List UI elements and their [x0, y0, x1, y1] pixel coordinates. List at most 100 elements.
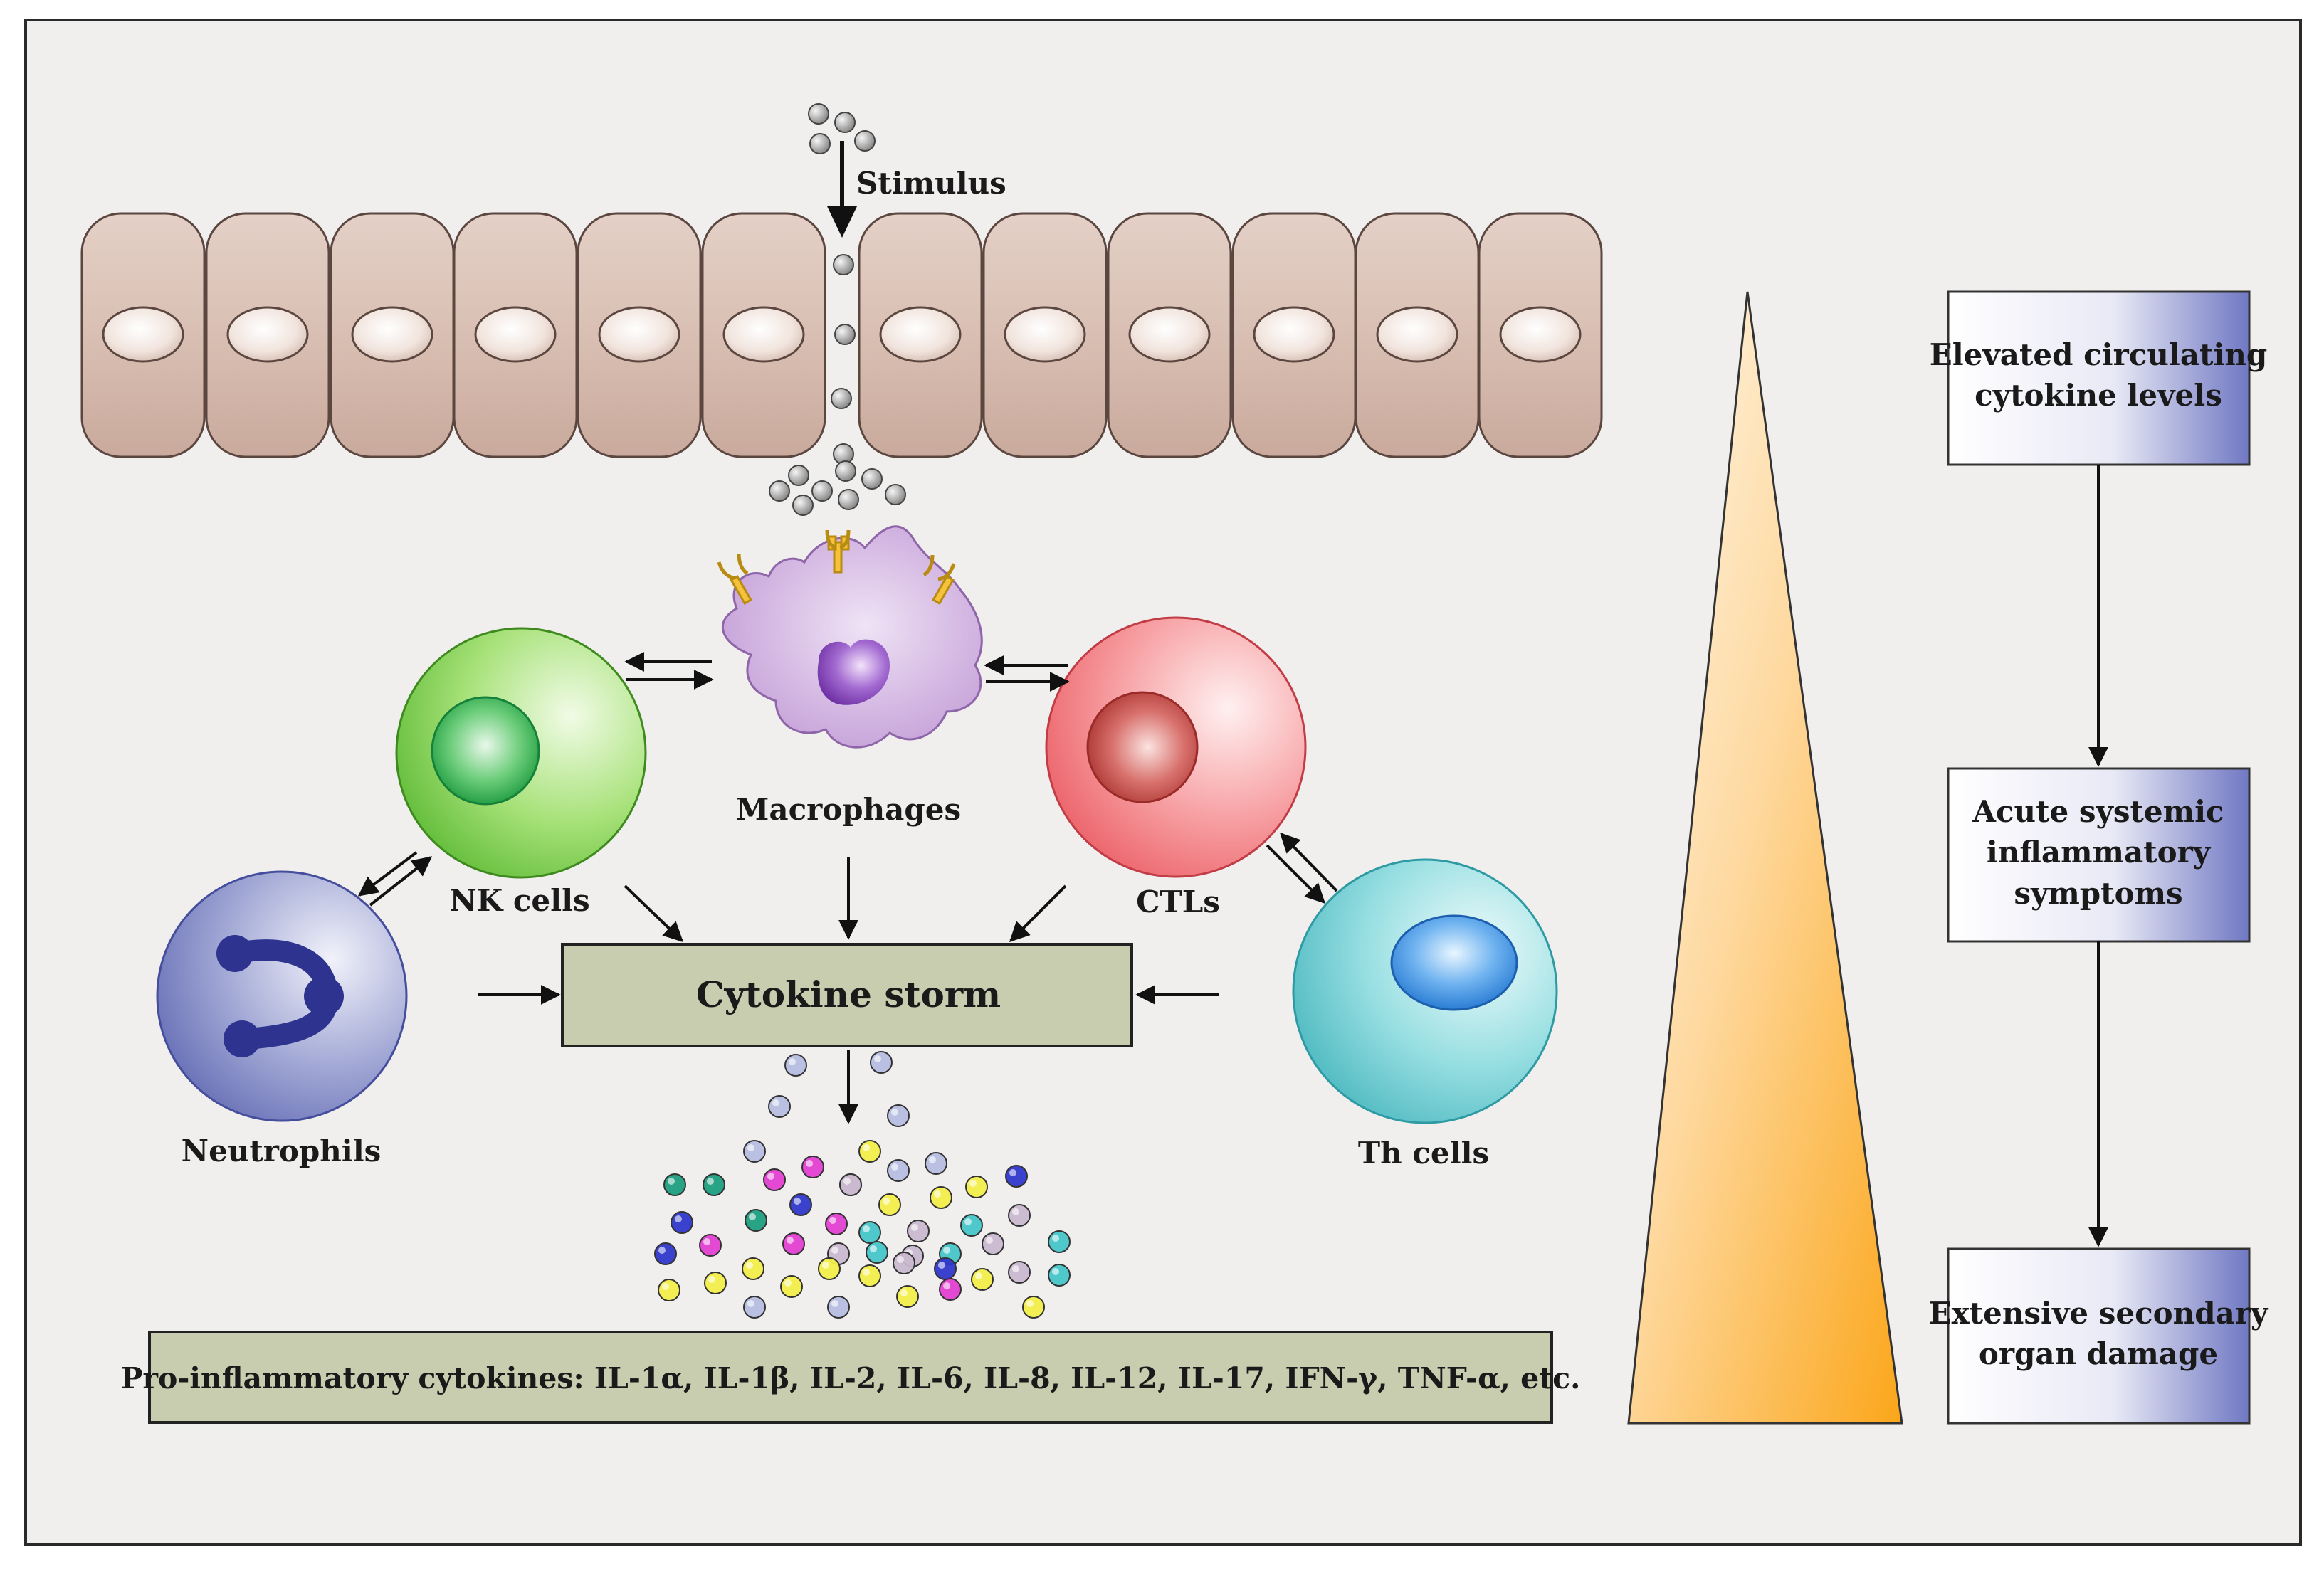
cytokine-particle-highlight	[1012, 1208, 1019, 1215]
cytokine-particle-highlight	[707, 1178, 714, 1185]
cytokine-particle	[780, 1275, 803, 1298]
cytokine-particle-highlight	[943, 1247, 950, 1254]
arrow-nk-to-storm	[624, 884, 684, 942]
cytokine-particle	[742, 1257, 764, 1280]
arrow-nk-to-neutrophil	[357, 851, 418, 897]
epithelial-nucleus	[1253, 306, 1335, 363]
cytokine-particle-highlight	[843, 1178, 851, 1185]
cytokine-particle	[763, 1168, 786, 1191]
stimulus-particle	[769, 480, 790, 502]
cytokine-particle-highlight	[747, 1144, 754, 1151]
cytokine-particle	[743, 1140, 766, 1163]
cytokine-particle-highlight	[964, 1218, 972, 1225]
released-cytokines	[654, 1051, 1071, 1319]
cytokine-particle	[658, 1279, 680, 1301]
cytokine-particle	[789, 1193, 812, 1216]
cytokine-storm-box	[561, 943, 1133, 1047]
cytokine-particle-highlight	[911, 1224, 918, 1231]
stimulus-particle	[834, 112, 856, 133]
cytokine-particle-highlight	[831, 1300, 838, 1307]
cytokine-particle	[1008, 1261, 1031, 1284]
macrophage-cell	[717, 525, 983, 749]
nk-cells-label: NK cells	[449, 883, 589, 918]
neutrophils-label: Neutrophils	[182, 1134, 382, 1168]
epithelial-cell	[577, 212, 702, 458]
cytokine-storm-label: Cytokine storm	[696, 973, 1001, 1015]
cytokine-particle-highlight	[883, 1198, 890, 1205]
cytokine-particle-highlight	[703, 1238, 710, 1245]
cytokine-particle	[925, 1152, 947, 1175]
epithelial-cell	[1355, 212, 1480, 458]
macrophages-label: Macrophages	[736, 792, 961, 827]
cytokine-particle	[743, 1296, 766, 1319]
neutrophil-cell	[156, 870, 408, 1122]
epithelial-cell	[701, 212, 826, 458]
cytokine-particle-highlight	[747, 1300, 754, 1307]
cytokine-particle	[663, 1173, 686, 1196]
epithelial-nucleus	[722, 306, 805, 363]
epithelial-cell	[80, 212, 206, 458]
cytokine-particle	[907, 1220, 930, 1242]
cytokine-particle-highlight	[975, 1272, 982, 1279]
cytokine-particle-highlight	[794, 1198, 801, 1205]
cytokine-particle	[858, 1264, 881, 1287]
arrow-ctl-to-storm	[1009, 884, 1067, 942]
cytokine-particle	[768, 1095, 791, 1118]
progression-2-line3: symptoms	[2014, 876, 2182, 911]
cytokine-particle	[878, 1193, 901, 1216]
cytokine-particle	[1005, 1165, 1028, 1188]
epithelial-cell	[1231, 212, 1357, 458]
arrow-neutrophil-to-nk	[369, 856, 433, 907]
cytokine-particle-highlight	[891, 1109, 898, 1116]
stimulus-particle	[811, 480, 833, 502]
stimulus-particle	[792, 495, 814, 516]
epithelial-cell	[982, 212, 1108, 458]
epithelial-nucleus	[1128, 306, 1211, 363]
cytokine-particle-highlight	[897, 1256, 904, 1263]
cytokine-particle	[818, 1257, 841, 1280]
cytokine-particle	[1048, 1264, 1071, 1287]
cytokine-particle	[671, 1211, 693, 1234]
stimulus-particle	[831, 388, 852, 409]
cytokine-particle	[866, 1241, 888, 1264]
cytokine-particle	[934, 1257, 957, 1280]
progression-3-line1: Extensive secondary	[1929, 1296, 2269, 1331]
epithelial-cell-layer	[80, 212, 1603, 458]
pro-inflammatory-label: Pro-inflammatory cytokines: IL-1α, IL-1β…	[121, 1361, 1581, 1395]
cytokine-particle	[930, 1186, 952, 1209]
ctl-cell	[1045, 616, 1307, 878]
cytokine-particle	[1022, 1296, 1045, 1319]
cytokine-particle-highlight	[822, 1262, 829, 1269]
cell-interaction-arrows	[357, 652, 1338, 1124]
cytokine-particle	[893, 1252, 915, 1274]
cytokine-particle	[801, 1156, 824, 1178]
epithelial-cell	[1478, 212, 1603, 458]
cytokine-particle-highlight	[749, 1213, 756, 1220]
cytokine-particle	[827, 1296, 850, 1319]
progression-3-line2: organ damage	[1979, 1336, 2218, 1371]
progression-box-1	[1947, 290, 2251, 466]
cytokine-particle-highlight	[1026, 1300, 1034, 1307]
arrow-ctl-to-th	[1266, 844, 1325, 904]
epithelial-cell	[205, 212, 330, 458]
stimulus-arrow	[827, 141, 857, 238]
cytokine-particle	[1048, 1230, 1071, 1253]
stimulus-particle	[809, 133, 831, 154]
cytokine-particle-highlight	[829, 1217, 836, 1224]
cytokine-particle	[858, 1140, 881, 1163]
epithelial-nucleus	[1376, 306, 1458, 363]
epithelial-cell	[1107, 212, 1232, 458]
pro-inflammatory-box	[148, 1331, 1553, 1424]
epithelial-nucleus	[474, 306, 557, 363]
cytokine-particle-highlight	[929, 1156, 936, 1163]
cytokine-particle-highlight	[746, 1262, 753, 1269]
cytokine-particle-highlight	[658, 1247, 666, 1254]
cytokine-particle-highlight	[863, 1144, 870, 1151]
cytokine-particle	[896, 1285, 919, 1308]
cytokine-particle	[887, 1104, 910, 1127]
cytokine-particle-highlight	[831, 1247, 838, 1254]
stimulus-particle	[788, 465, 809, 486]
cytokine-particle	[870, 1051, 893, 1074]
epithelial-nucleus	[102, 306, 184, 363]
